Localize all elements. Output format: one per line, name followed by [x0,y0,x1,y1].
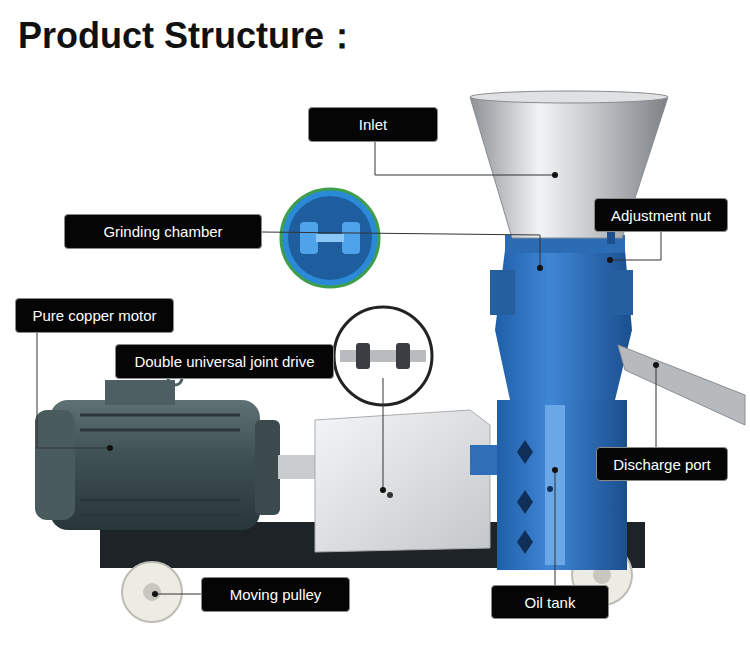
wheel-hub [143,583,161,601]
roller [300,222,318,254]
callout-label: Moving pulley [230,586,322,603]
universal-joint [396,343,410,369]
motor-body [50,400,260,530]
discharge-chute [618,345,745,425]
callout-box: Inlet [308,107,438,142]
callout-box: Double universal joint drive [115,344,334,379]
vent-diamonds [517,440,553,554]
callout-label: Inlet [359,116,387,133]
motor-shaft [278,455,318,479]
callout-label: Double universal joint drive [134,353,314,370]
callout-label: Oil tank [525,594,576,611]
callout-label: Adjustment nut [611,207,711,224]
adjustment-nut [607,230,615,244]
side-bracket [490,270,515,315]
wheel [122,562,182,622]
side-bracket [608,270,633,315]
callout-box: Discharge port [596,447,728,481]
callout-box: Pure copper motor [15,298,174,333]
terminal-box [105,380,175,405]
callout-box: Oil tank [491,585,609,619]
leader-lines [37,141,661,594]
callout-box: Adjustment nut [594,198,728,232]
coupling-cover [315,410,490,552]
grinding-inset [281,189,379,287]
callout-label: Pure copper motor [32,307,156,324]
dot [387,492,393,498]
hopper-rim [470,91,668,103]
callout-label: Grinding chamber [103,223,222,240]
title: Product Structure： [18,12,360,61]
motor-end-cap [35,410,75,520]
callout-label: Discharge port [613,456,711,473]
drive-shaft [340,350,426,362]
mill-body [495,250,632,400]
oil-tank-body [497,400,627,570]
roller-shaft [316,234,344,242]
callout-box: Grinding chamber [64,214,262,249]
roller [342,222,360,254]
universal-joint [356,343,370,369]
callout-box: Moving pulley [201,577,350,612]
motor-fins [80,415,240,515]
motor-flange [255,420,280,515]
die [288,196,372,280]
